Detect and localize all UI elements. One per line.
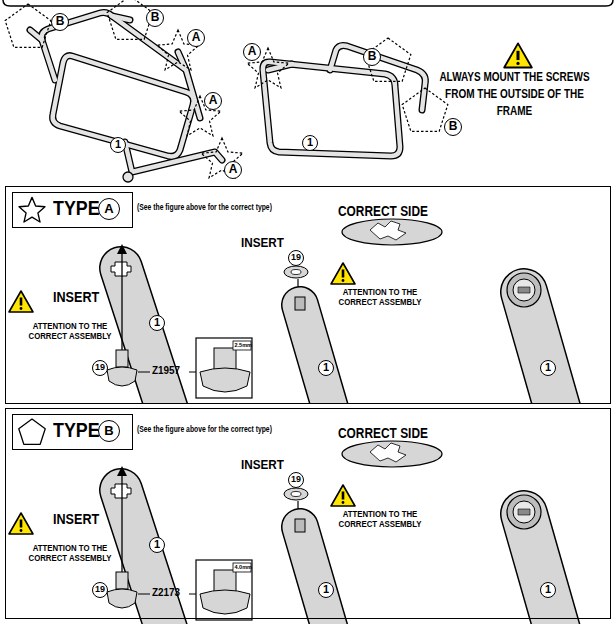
dimension-label: 4.0mm — [235, 564, 252, 570]
callout-letter: A — [224, 161, 242, 179]
callout-number: 1 — [110, 137, 126, 153]
attention-note: ATTENTION TO THE CORRECT ASSEMBLY — [24, 321, 114, 343]
callout-number: 1 — [318, 360, 334, 376]
insert-label: INSERT — [241, 236, 284, 251]
frame-tube — [263, 46, 425, 157]
callout-letter: B — [51, 13, 69, 31]
side-heading: CORRECT SIDE — [338, 203, 428, 219]
header-border — [3, 0, 613, 6]
frame-outline — [263, 46, 425, 157]
insert-label: INSERT — [241, 458, 284, 473]
warning-icon — [504, 43, 532, 67]
frame-tube — [30, 12, 222, 172]
callout-number: 1 — [318, 582, 334, 598]
callout-number: 1 — [149, 537, 165, 553]
side-heading: CORRECT SIDE — [338, 425, 428, 441]
callout-number: 1 — [540, 360, 556, 376]
type-b-marker — [5, 4, 51, 47]
callout-letter: B — [444, 118, 462, 136]
callout-number: 19 — [92, 582, 108, 598]
callout-number: 19 — [288, 472, 304, 488]
callout-number: 19 — [92, 360, 108, 376]
type-letter: B — [98, 420, 120, 442]
reference-note: (See the figure above for the correct ty… — [137, 203, 272, 213]
callout-letter: A — [204, 92, 222, 110]
insert-label: INSERT — [53, 289, 99, 305]
type-box: TYPEA — [12, 192, 133, 228]
callout-number: 19 — [288, 250, 304, 266]
type-a-steps — [9, 219, 562, 425]
callout-number: 1 — [302, 135, 318, 151]
reference-note: (See the figure above for the correct ty… — [137, 425, 272, 435]
type-heading: TYPE — [53, 418, 100, 442]
attention-note: ATTENTION TO THE CORRECT ASSEMBLY — [334, 287, 424, 309]
callout-letter: B — [146, 9, 164, 27]
attention-note: ATTENTION TO THE CORRECT ASSEMBLY — [334, 509, 424, 531]
type-b-marker — [402, 88, 448, 131]
type-letter: A — [98, 198, 120, 220]
callout-number: 1 — [149, 315, 165, 331]
callout-letter: A — [187, 29, 205, 47]
insert-label: INSERT — [53, 511, 99, 527]
callout-letter: B — [363, 48, 381, 66]
frame-outline — [30, 12, 222, 172]
part-code: Z1957 — [152, 364, 180, 377]
warning-note: ALWAYS MOUNT THE SCREWS FROM THE OUTSIDE… — [428, 69, 600, 120]
type-b-icon — [19, 419, 45, 444]
part-code: Z2173 — [152, 586, 180, 599]
attention-note: ATTENTION TO THE CORRECT ASSEMBLY — [24, 543, 114, 565]
dimension-label: 2.5mm — [235, 342, 252, 348]
frame-foot — [123, 172, 133, 182]
type-b-steps — [9, 441, 562, 624]
callout-letter: A — [243, 43, 261, 61]
type-a-icon — [19, 197, 45, 222]
type-box: TYPEB — [12, 414, 133, 450]
type-heading: TYPE — [53, 196, 100, 220]
callout-number: 1 — [540, 582, 556, 598]
